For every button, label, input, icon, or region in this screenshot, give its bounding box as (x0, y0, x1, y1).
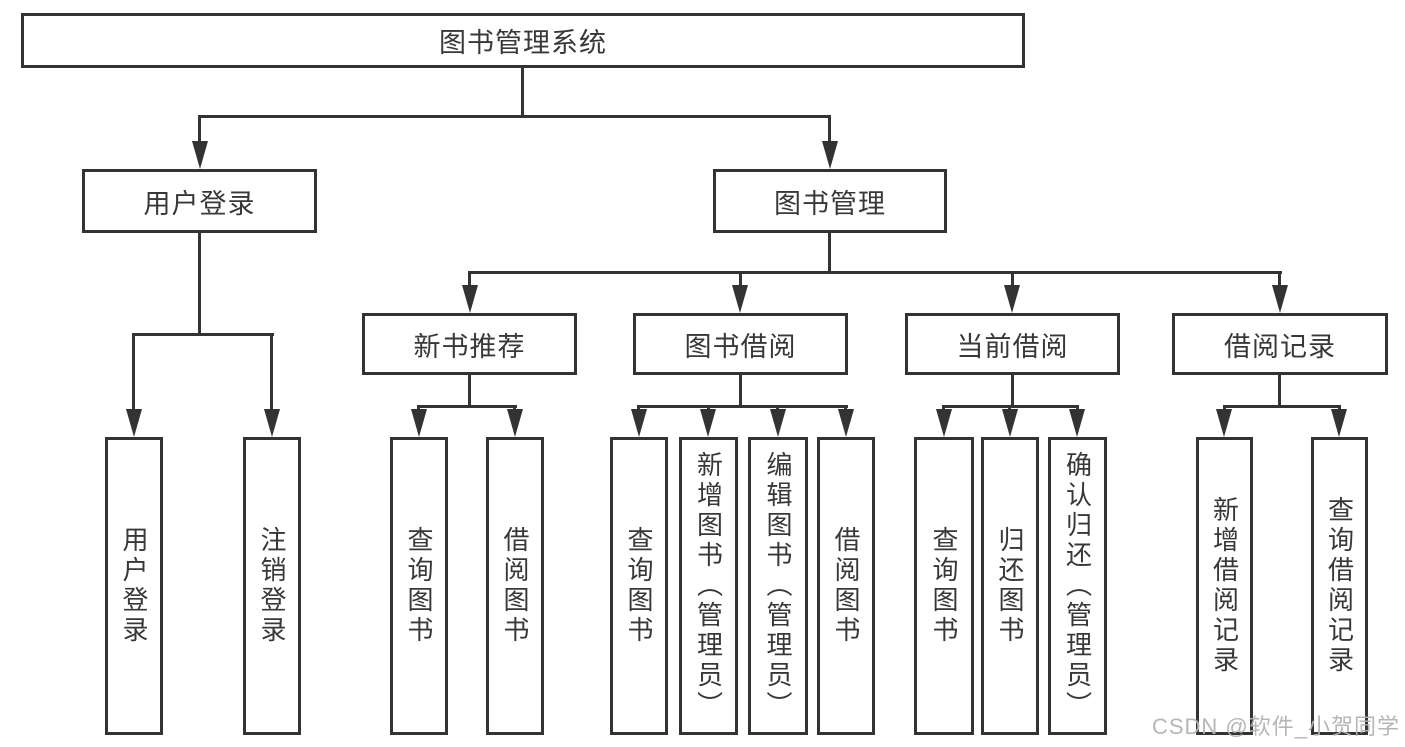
leaf-query-books-current: 查询图书 (914, 437, 974, 735)
arrow-down-icon (1272, 285, 1288, 313)
arrow-down-icon (1002, 409, 1018, 437)
connector-line (521, 68, 524, 118)
connector-line (739, 271, 742, 288)
connector-line (468, 375, 471, 408)
leaf-logout: 注销登录 (243, 437, 301, 735)
leaf-user-login: 用户登录 (105, 437, 163, 735)
arrow-down-icon (462, 285, 478, 313)
node-book-management: 图书管理 (713, 169, 947, 233)
connector-line (1278, 271, 1281, 288)
leaf-query-borrow-record: 查询借阅记录 (1311, 437, 1368, 735)
connector-line (637, 405, 848, 408)
connector-line (739, 375, 742, 408)
leaf-add-borrow-record: 新增借阅记录 (1196, 437, 1253, 735)
node-new-book-recommend: 新书推荐 (362, 313, 577, 375)
node-user-login: 用户登录 (82, 169, 317, 233)
node-borrow-records: 借阅记录 (1172, 313, 1388, 375)
leaf-borrow-books: 借阅图书 (817, 437, 875, 735)
leaf-borrow-books-recommend: 借阅图书 (486, 437, 544, 735)
connector-line (417, 405, 517, 408)
node-book-borrow: 图书借阅 (633, 313, 848, 375)
leaf-edit-book-admin: 编辑图书（管理员） (748, 437, 808, 735)
arrow-down-icon (732, 285, 748, 313)
connector-line (1223, 405, 1341, 408)
connector-line (468, 271, 471, 288)
arrow-down-icon (1004, 285, 1020, 313)
arrow-down-icon (631, 409, 647, 437)
connector-line (198, 233, 201, 336)
arrow-down-icon (936, 409, 952, 437)
connector-line (828, 233, 831, 274)
connector-line (132, 333, 135, 411)
arrow-down-icon (770, 409, 786, 437)
arrow-down-icon (264, 409, 280, 437)
leaf-return-book: 归还图书 (981, 437, 1039, 735)
leaf-query-books-borrow: 查询图书 (610, 437, 668, 735)
leaf-confirm-return-admin: 确认归还（管理员） (1048, 437, 1107, 735)
connector-line (270, 333, 273, 411)
arrow-down-icon (1216, 409, 1232, 437)
arrow-down-icon (700, 409, 716, 437)
connector-line (828, 115, 831, 145)
node-current-borrow: 当前借阅 (905, 313, 1120, 375)
leaf-add-book-admin: 新增图书（管理员） (679, 437, 738, 735)
arrow-down-icon (411, 409, 427, 437)
leaf-query-books-recommend: 查询图书 (390, 437, 448, 735)
node-library-system: 图书管理系统 (21, 13, 1025, 68)
arrow-down-icon (126, 409, 142, 437)
connector-line (198, 115, 201, 145)
connector-line (132, 333, 274, 336)
arrow-down-icon (1069, 409, 1085, 437)
watermark: CSDN @软件_小贺同学 (1151, 714, 1400, 739)
arrow-down-icon (822, 141, 838, 169)
arrow-down-icon (192, 141, 208, 169)
arrow-down-icon (1331, 409, 1347, 437)
arrow-down-icon (838, 409, 854, 437)
connector-line (1011, 375, 1014, 408)
connector-line (198, 115, 831, 118)
connector-line (468, 271, 1282, 274)
arrow-down-icon (507, 409, 523, 437)
connector-line (1278, 375, 1281, 408)
connector-line (1011, 271, 1014, 288)
